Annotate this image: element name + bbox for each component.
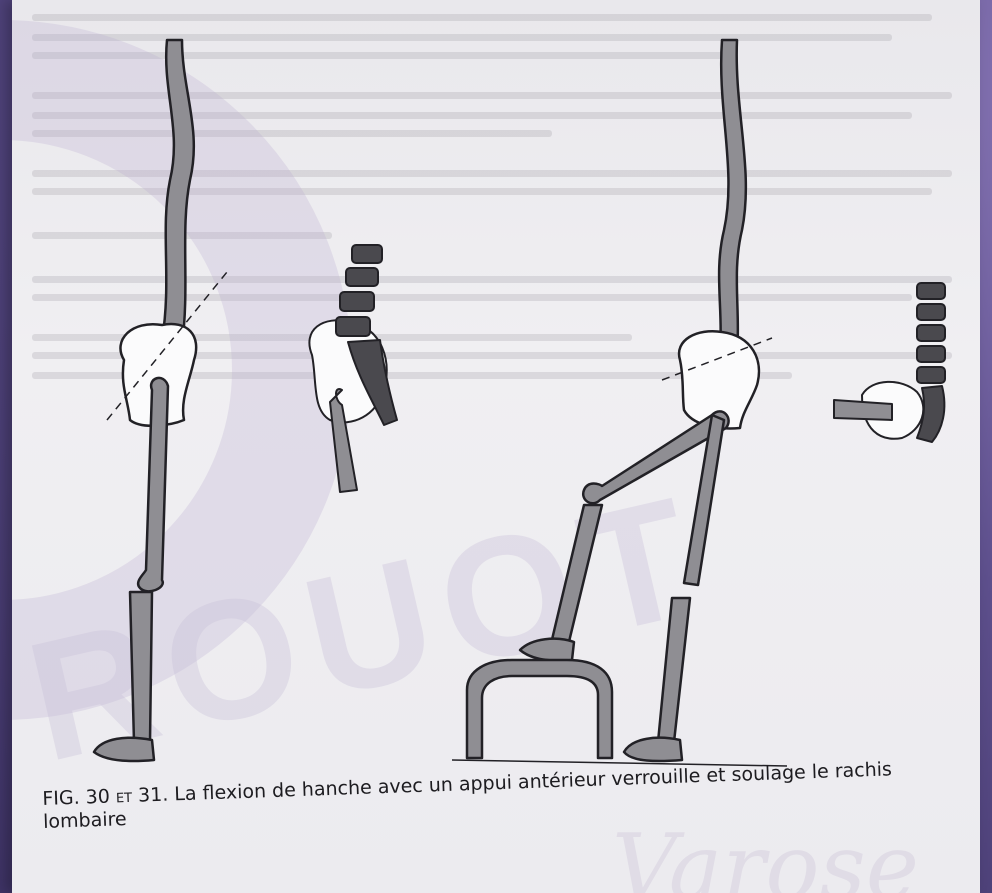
vertebra-l1-flexed: [917, 283, 945, 299]
lumbar-spine-flexed: [717, 40, 746, 375]
vertebra-l2: [346, 268, 378, 286]
document-page: ROUOT Varose: [12, 0, 980, 893]
femur-detail-flexed: [834, 400, 892, 420]
vertebra-l4: [336, 317, 370, 336]
lumbar-spine-curve: [162, 40, 194, 345]
vertebra-l3-flexed: [917, 325, 945, 341]
foot: [94, 738, 154, 761]
stool: [467, 660, 612, 758]
vertebra-l4-flexed: [917, 346, 945, 362]
vertebra-l5-flexed: [917, 367, 945, 383]
foot-on-stool: [520, 639, 574, 661]
figure-31-spine-detail: [834, 283, 945, 442]
vertebra-l1: [352, 245, 382, 263]
support-tibia: [658, 598, 690, 742]
anatomy-illustration: [12, 0, 980, 893]
figure-30-standing-leg: [94, 40, 227, 761]
vertebra-l3: [340, 292, 374, 311]
tibia: [130, 592, 152, 742]
tibia-flexed: [550, 505, 602, 650]
figure-31-leg-on-stool: [452, 40, 787, 766]
figure-30-spine-detail: [309, 245, 397, 492]
support-foot: [624, 738, 682, 761]
vertebra-l2-flexed: [917, 304, 945, 320]
figure-number: FIG. 30 et 31.: [42, 784, 169, 810]
